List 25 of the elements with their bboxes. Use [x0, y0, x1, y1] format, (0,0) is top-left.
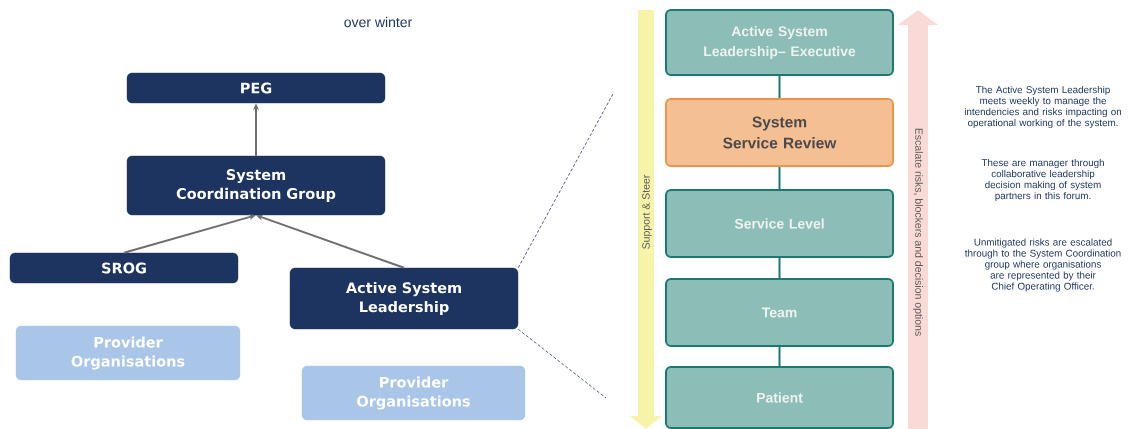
- zoom-line: [517, 91, 615, 269]
- arrow: [256, 214, 405, 269]
- level-box: Team: [665, 278, 894, 347]
- connector-line: [778, 346, 781, 367]
- description-text: Unmitigated risks are escalated through to the System Coordination group where organisations are represented by their Chief Operating Officer.: [965, 238, 1121, 292]
- org-box: System Coordination Group: [126, 155, 386, 216]
- connector-line: [778, 166, 781, 190]
- connector-line: [778, 75, 781, 99]
- level-box: Service Level: [665, 189, 894, 258]
- connector-line: [778, 257, 781, 279]
- description-text: These are manager through collaborative leadership decision making of system partners in this forum.: [981, 158, 1104, 202]
- arrow-label: Escalate risks, blockers and decision options: [913, 128, 923, 336]
- org-box: Active System Leadership: [289, 267, 519, 330]
- org-box: PEG: [126, 72, 386, 104]
- arrow-label: Support & Steer: [642, 174, 652, 249]
- zoom-line: [517, 328, 607, 399]
- description-text: The Active System Leadership meets weekly to manage the intendencies and risks impacting on operational working of the system.: [964, 85, 1122, 129]
- level-box: System Service Review: [665, 98, 894, 167]
- org-box: Provider Organisations: [15, 325, 241, 381]
- org-box: Provider Organisations: [301, 365, 526, 421]
- org-box: SROG: [9, 252, 239, 284]
- title-text: over winter: [344, 16, 412, 28]
- level-box: Active System Leadership– Executive: [665, 9, 894, 76]
- arrow: [123, 214, 256, 254]
- level-box: Patient: [665, 366, 894, 429]
